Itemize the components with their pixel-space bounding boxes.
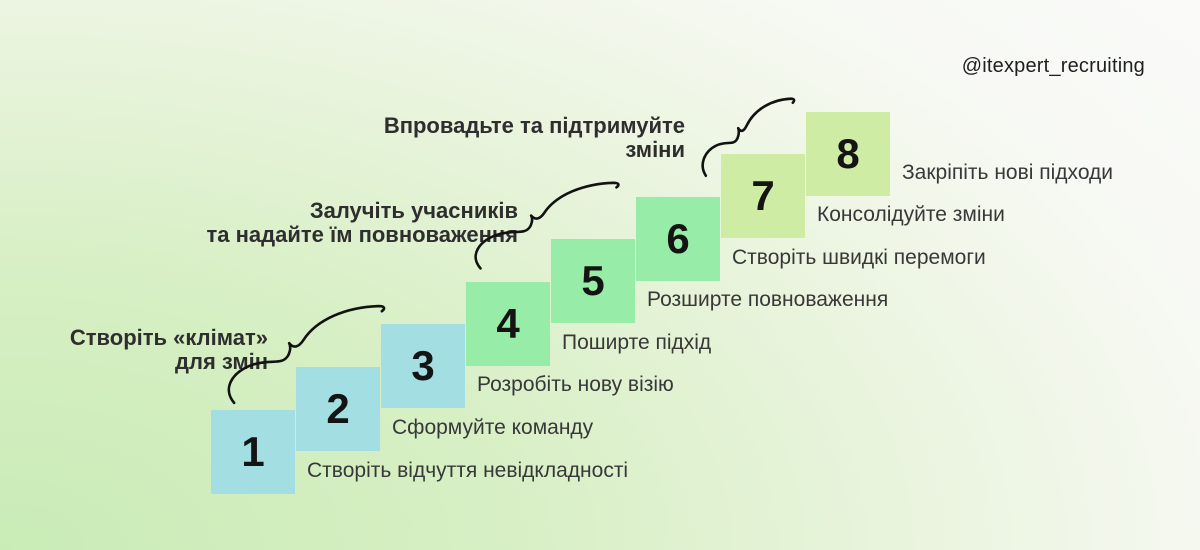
step-8-number: 8: [836, 130, 860, 177]
step-7-box: 7: [721, 154, 805, 238]
step-5-box: 5: [551, 239, 635, 323]
step-2-number: 2: [326, 385, 350, 432]
step-6-box: 6: [636, 197, 720, 281]
step-7-label: Консолідуйте зміни: [817, 203, 1005, 226]
step-6-number: 6: [666, 215, 690, 262]
step-1-number: 1: [241, 428, 265, 475]
step-1-box: 1: [211, 410, 295, 494]
step-3-box: 3: [381, 324, 465, 408]
step-8: 8 Закріпіть нові підходи: [806, 112, 1113, 196]
group-label-climate: Створіть «клімат» для змін: [70, 326, 268, 374]
step-7-number: 7: [751, 172, 775, 219]
group-label-climate-line2: для змін: [175, 349, 268, 374]
step-5-number: 5: [581, 257, 605, 304]
step-5: 5 Розширте повноваження: [551, 239, 888, 323]
step-2: 2 Сформуйте команду: [296, 367, 593, 451]
group-label-climate-line1: Створіть «клімат»: [69, 325, 268, 350]
step-3-label: Розробіть нову візію: [477, 373, 674, 396]
step-1-label: Створіть відчуття невідкладності: [307, 459, 629, 482]
step-2-box: 2: [296, 367, 380, 451]
account-handle: @itexpert_recruiting: [961, 55, 1145, 77]
flourish-curve-icon: [701, 97, 797, 179]
step-2-label: Сформуйте команду: [392, 416, 594, 439]
step-8-box: 8: [806, 112, 890, 196]
group-label-engage-line1: Залучіть учасників: [309, 198, 518, 223]
step-5-label: Розширте повноваження: [647, 288, 889, 311]
group-label-implement-line1: Впровадьте та підтримуйте: [383, 113, 685, 138]
step-3: 3 Розробіть нову візію: [381, 324, 674, 408]
flourish-curve-icon: [473, 181, 623, 272]
group-label-engage-line2: та надайте їм повноваження: [206, 222, 518, 247]
step-4-box: 4: [466, 282, 550, 366]
step-4: 4 Поширте підхід: [466, 282, 711, 366]
step-1: 1 Створіть відчуття невідкладності: [211, 410, 628, 494]
step-8-label: Закріпіть нові підходи: [902, 161, 1114, 184]
group-label-engage: Залучіть учасників та надайте їм повнова…: [207, 199, 518, 247]
step-4-number: 4: [496, 300, 520, 347]
step-7: 7 Консолідуйте зміни: [721, 154, 1005, 238]
flourish-curve-icon: [226, 304, 389, 407]
group-label-implement: Впровадьте та підтримуйте зміни: [384, 114, 685, 162]
step-4-label: Поширте підхід: [562, 331, 712, 354]
step-3-number: 3: [411, 342, 435, 389]
step-6-label: Створіть швидкі перемоги: [732, 246, 986, 269]
step-6: 6 Створіть швидкі перемоги: [636, 197, 986, 281]
group-label-implement-line2: зміни: [625, 137, 685, 162]
